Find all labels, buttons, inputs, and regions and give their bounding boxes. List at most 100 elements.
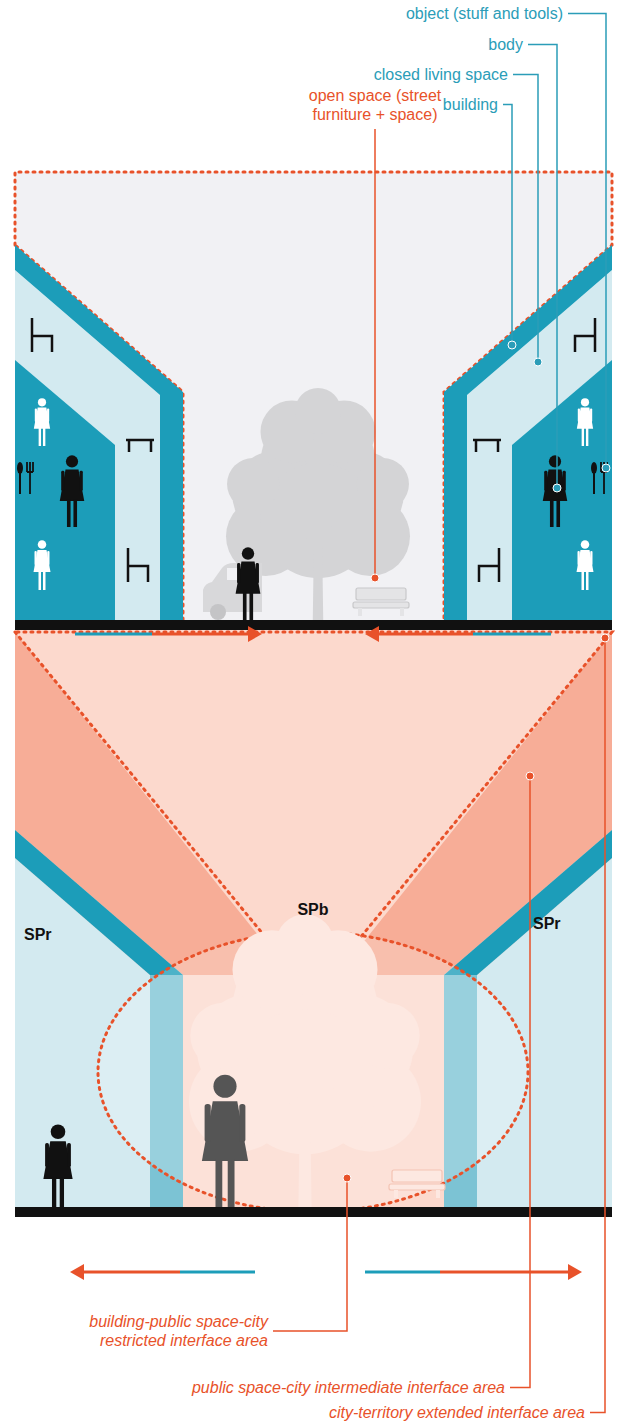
leader-line <box>590 638 605 1413</box>
arrow-tail <box>365 1271 440 1274</box>
arm <box>578 551 580 565</box>
arrow-shaft <box>80 1271 180 1274</box>
fork <box>27 462 33 494</box>
leader-dot <box>508 341 516 349</box>
part-label: object (stuff and tools) <box>406 4 563 23</box>
arm <box>35 551 37 565</box>
dress <box>60 469 84 501</box>
arrow-shaft <box>375 633 473 636</box>
bench-back <box>356 588 406 600</box>
leader-dot <box>601 634 609 642</box>
bench-legs <box>360 608 402 616</box>
dress <box>202 1101 248 1161</box>
head <box>38 540 47 549</box>
bottom-section <box>15 630 612 1217</box>
table-object <box>126 440 154 452</box>
leg <box>556 500 560 527</box>
leader-dot <box>534 358 542 366</box>
flow-arrow <box>70 1264 255 1280</box>
leg <box>52 1177 56 1210</box>
leader-line <box>374 129 376 578</box>
flow-arrow <box>75 626 262 642</box>
head <box>66 455 78 467</box>
leader-line <box>528 45 557 489</box>
leader-line <box>513 75 538 363</box>
tree <box>189 914 421 1207</box>
arrow-head <box>568 1264 582 1280</box>
body-icon <box>577 540 594 590</box>
leader-dot <box>602 464 610 472</box>
table-object <box>473 440 501 452</box>
head <box>242 547 254 559</box>
dress <box>577 550 594 572</box>
chair-object <box>32 318 52 352</box>
arm <box>61 471 64 491</box>
spoon-handle <box>593 472 595 494</box>
leader-line <box>510 776 530 1388</box>
wheel <box>210 604 226 620</box>
arm <box>578 409 580 422</box>
arm <box>67 1143 71 1167</box>
foliage <box>276 914 334 972</box>
arm <box>45 1143 49 1167</box>
body-icon <box>577 398 593 446</box>
body-icon <box>34 398 50 446</box>
foliage <box>295 388 341 434</box>
arm <box>205 1104 211 1142</box>
arrow-head <box>365 626 379 642</box>
arm <box>563 471 566 491</box>
body-icon <box>60 455 84 527</box>
body-icon <box>202 1075 248 1210</box>
part-label: body <box>488 35 523 54</box>
arm <box>544 471 547 491</box>
building-wall <box>444 245 612 620</box>
building-wall <box>15 830 183 975</box>
arm <box>35 409 37 422</box>
leg <box>228 1158 235 1210</box>
arrow-tail <box>180 1271 255 1274</box>
arm <box>239 1104 245 1142</box>
trunk <box>295 522 341 620</box>
bench-seat <box>389 1184 445 1190</box>
area-label: public space-city intermediate interface… <box>192 1378 505 1397</box>
arm <box>80 471 83 491</box>
foliage <box>190 1003 256 1069</box>
arrow-tail <box>473 633 551 636</box>
inner-room <box>512 360 612 620</box>
flow-arrow <box>365 626 551 642</box>
ground-line <box>15 620 612 630</box>
part-label: open space (street furniture + space) <box>285 86 465 124</box>
head <box>581 540 590 549</box>
zone-label: SPr <box>24 925 52 944</box>
leg <box>586 428 588 446</box>
open-space-outline <box>15 172 612 620</box>
arrow-tail <box>75 633 152 636</box>
arrow-head <box>248 626 262 642</box>
leg <box>73 500 77 527</box>
extended-interface-outline <box>15 632 612 995</box>
leader-line <box>273 1178 347 1331</box>
bench <box>389 1170 445 1198</box>
leg <box>60 1177 64 1210</box>
dress <box>34 408 50 429</box>
arrow-head <box>70 1264 84 1280</box>
arm <box>47 551 49 565</box>
bench <box>353 588 409 616</box>
chair-object <box>479 548 499 582</box>
foliage <box>227 458 279 510</box>
leader-dot <box>371 574 379 582</box>
head <box>213 1075 236 1098</box>
leader-dot <box>526 772 534 780</box>
area-label: city-territory extended interface area <box>329 1403 585 1422</box>
bench-back <box>392 1170 442 1182</box>
open-space-ground <box>15 172 612 620</box>
head <box>38 398 46 406</box>
leg <box>67 500 71 527</box>
head <box>549 455 561 467</box>
leg <box>243 592 247 620</box>
dress <box>34 550 51 572</box>
body-icon <box>43 1124 72 1210</box>
leader-line <box>568 14 606 469</box>
public-space-ground <box>15 630 612 1207</box>
